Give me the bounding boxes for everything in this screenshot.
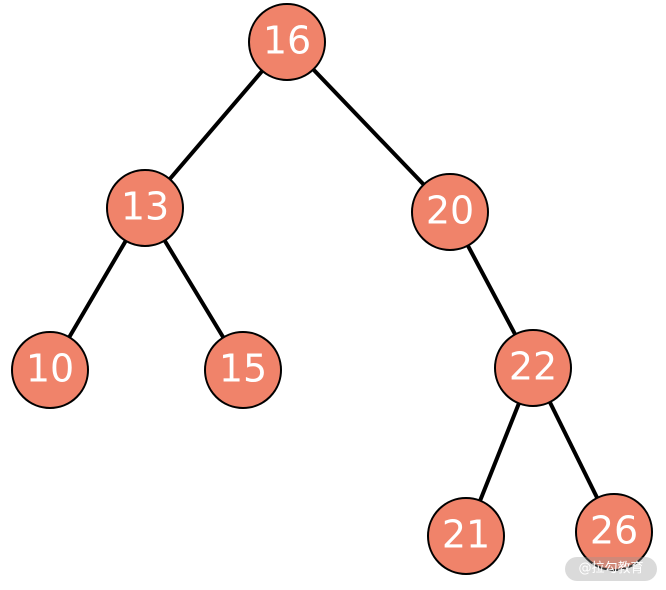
tree-node-20: 20 [411,173,489,251]
edge-n16-n20 [285,40,452,214]
node-circle [248,3,326,81]
node-circle [411,173,489,251]
node-label: 15 [219,347,267,391]
node-circle [427,497,505,575]
watermark-badge: @拉勾教育 [565,557,657,581]
node-label: 21 [442,513,490,557]
tree-node-26: 26 [575,493,653,571]
node-label: 13 [121,185,169,229]
node-label: 26 [590,509,638,553]
node-circle [494,329,572,407]
node-circle [204,331,282,409]
tree-node-13: 13 [106,169,184,247]
tree-node-22: 22 [494,329,572,407]
node-label: 20 [426,189,474,233]
nodes-layer: 16 13 20 10 15 22 21 26 [11,3,653,575]
node-circle [106,169,184,247]
edges-layer [48,40,616,537]
node-label: 22 [509,345,557,389]
node-label: 10 [26,347,74,391]
tree-node-21: 21 [427,497,505,575]
tree-node-16: 16 [248,3,326,81]
node-circle [11,331,89,409]
node-label: 16 [263,19,311,63]
node-circle [575,493,653,571]
tree-node-15: 15 [204,331,282,409]
tree-node-10: 10 [11,331,89,409]
